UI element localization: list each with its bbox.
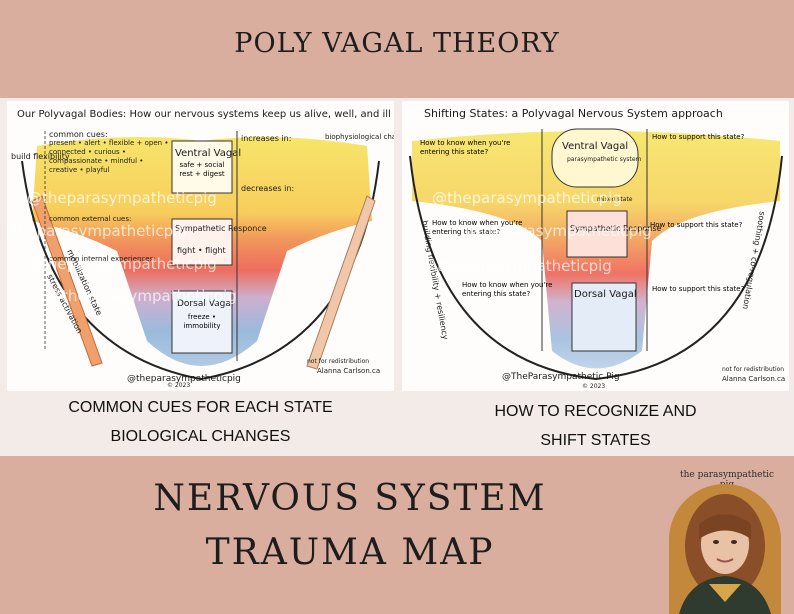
right-card-title: Shifting States: a Polyvagal Nervous Sys… <box>424 107 723 120</box>
stress-activation-arrow <box>31 195 103 367</box>
common-cues-heading: common cues: <box>49 130 108 139</box>
left-year: © 2023 <box>167 382 190 389</box>
sympathetic-desc: fight • flight <box>177 246 226 255</box>
right-notice: not for redistribution <box>722 366 784 373</box>
header-band <box>0 0 794 98</box>
ventral-desc: safe + social rest + digest <box>179 161 225 178</box>
bowl-outline-right <box>409 155 783 381</box>
right-watermark-2: @theparasympatheticpig <box>462 222 652 240</box>
shifting-states-map: Shifting States: a Polyvagal Nervous Sys… <box>402 101 789 391</box>
mixed-state-label: mixed state <box>597 196 633 203</box>
right-author: Alanna Carlson.ca <box>722 375 785 383</box>
footer-title-line2: TRAUMA MAP <box>205 532 495 573</box>
sympathetic-name: Sympathetic Responce <box>175 224 267 233</box>
right-year: © 2023 <box>582 383 605 390</box>
q-support-sympathetic: How to support this state? <box>650 221 743 229</box>
dorsal-name-right: Dorsal Vagal <box>574 289 637 300</box>
right-handle: @TheParasympathetic Pig <box>502 372 620 382</box>
right-caption-line2: SHIFT STATES <box>540 432 651 449</box>
sympathetic-box <box>171 218 233 266</box>
left-watermark-4: @theparasympatheticpig <box>47 287 237 305</box>
internal-cues-label: common internal experiences: <box>49 255 156 263</box>
ventral-desc-right: parasympathetic system <box>567 156 642 163</box>
left-watermark-2: @theparasympatheticpig <box>7 222 187 240</box>
footer-band <box>0 456 794 596</box>
biophysiological-label: biophysiological changes <box>325 133 394 141</box>
q-know-dorsal: How to know when you're entering this st… <box>462 281 553 298</box>
increases-label: increases in: <box>241 134 291 143</box>
left-caption-line1: COMMON CUES FOR EACH STATE <box>68 399 333 416</box>
build-flexibility-label: build flexibility <box>11 152 70 161</box>
author-portrait <box>669 484 781 614</box>
left-handle: @theparasympatheticpig <box>127 374 241 384</box>
page-title: POLY VAGAL THEORY <box>234 28 560 59</box>
q-support-ventral: How to support this state? <box>652 133 745 141</box>
external-cues-label: common external cues: <box>49 215 131 223</box>
dorsal-name: Dorsal Vagal <box>177 299 233 309</box>
dorsal-box-right <box>571 282 637 352</box>
ventral-name-right: Ventral Vagal <box>562 141 628 152</box>
dorsal-desc: freeze • immobility <box>183 313 221 330</box>
ventral-box <box>171 140 233 194</box>
left-watermark-3: @theparasympatheticpig <box>27 255 217 273</box>
q-support-dorsal: How to support this state? <box>652 285 745 293</box>
right-watermark-3: @theparasympatheticpig <box>422 257 612 275</box>
left-author: Alanna Carlson.ca <box>317 367 380 375</box>
right-watermark-1: @theparasympatheticpig <box>432 189 622 207</box>
dorsal-box <box>171 290 233 354</box>
decreases-label: decreases in: <box>241 184 294 193</box>
q-know-sympathetic: How to know when you're entering this st… <box>432 219 523 236</box>
right-caption: HOW TO RECOGNIZE AND SHIFT STATES <box>402 397 789 455</box>
ventral-name: Ventral Vagal <box>175 148 241 159</box>
common-cues-text: present • alert • flexible + open • conn… <box>49 139 169 174</box>
footer-title-line1: NERVOUS SYSTEM <box>153 478 547 519</box>
left-card-title: Our Polyvagal Bodies: How our nervous sy… <box>17 109 391 120</box>
sympathetic-name-right: Sympathetic Response <box>570 224 662 233</box>
left-caption: COMMON CUES FOR EACH STATE BIOLOGICAL CH… <box>7 393 394 451</box>
left-watermark-1: @theparasympatheticpig <box>27 189 217 207</box>
left-notice: not for redistribution <box>307 358 369 365</box>
right-caption-line1: HOW TO RECOGNIZE AND <box>494 403 697 420</box>
polyvagal-bodies-map: Our Polyvagal Bodies: How our nervous sy… <box>7 101 394 391</box>
ladder-arrow <box>306 195 376 370</box>
ventral-bubble <box>551 128 639 188</box>
left-caption-line2: BIOLOGICAL CHANGES <box>110 428 291 445</box>
sympathetic-box-right <box>566 210 628 258</box>
q-know-ventral: How to know when you're entering this st… <box>420 139 511 156</box>
